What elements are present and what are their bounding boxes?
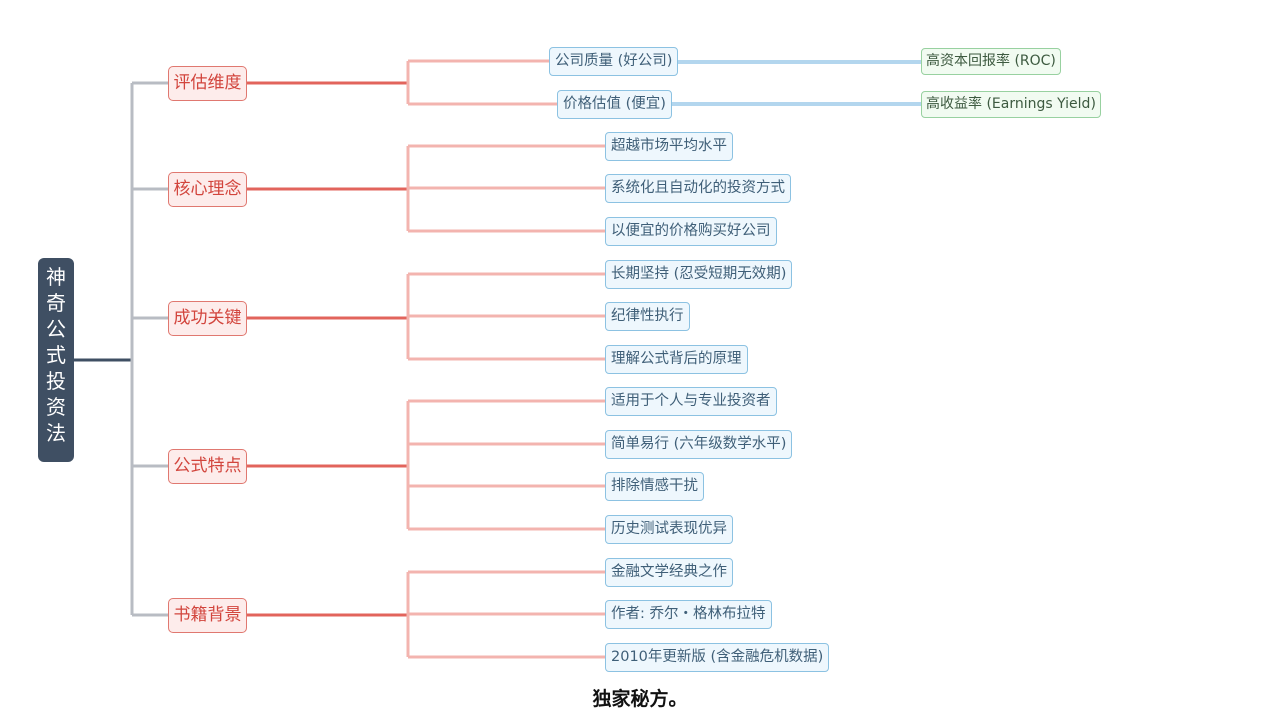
connector-branch-2-fan xyxy=(406,144,605,233)
root-char: 神 xyxy=(46,265,66,289)
branch-core-philosophy[interactable]: 核心理念 xyxy=(168,172,247,207)
connector-branch-1-fan xyxy=(406,59,557,106)
root-char: 投 xyxy=(46,369,66,393)
branch-formula-features[interactable]: 公式特点 xyxy=(168,449,247,484)
root-char: 公 xyxy=(46,317,66,341)
leaf-finance-classic[interactable]: 金融文学经典之作 xyxy=(605,558,733,587)
branch-success-keys[interactable]: 成功关键 xyxy=(168,301,247,336)
leaf-for-all-investors[interactable]: 适用于个人与专业投资者 xyxy=(605,387,777,416)
leaf-systematic-investing[interactable]: 系统化且自动化的投资方式 xyxy=(605,174,791,203)
branch-evaluation-dimensions[interactable]: 评估维度 xyxy=(168,66,247,101)
root-char: 奇 xyxy=(46,291,66,315)
leaf-disciplined-execution[interactable]: 纪律性执行 xyxy=(605,302,690,331)
leaf-company-quality[interactable]: 公司质量 (好公司) xyxy=(549,47,679,76)
root-char: 资 xyxy=(46,395,66,419)
connector-branch-5-fan xyxy=(406,570,605,659)
root-char: 法 xyxy=(46,421,66,445)
leaf-buy-good-cheap[interactable]: 以便宜的价格购买好公司 xyxy=(605,217,777,246)
leaf-understand-principle[interactable]: 理解公式背后的原理 xyxy=(605,345,748,374)
leaf-price-valuation[interactable]: 价格估值 (便宜) xyxy=(557,90,672,119)
branch-book-background[interactable]: 书籍背景 xyxy=(168,598,247,633)
leaf-simple-to-use[interactable]: 简单易行 (六年级数学水平) xyxy=(605,430,793,459)
metric-roc[interactable]: 高资本回报率 (ROC) xyxy=(921,48,1061,75)
leaf-remove-emotion[interactable]: 排除情感干扰 xyxy=(605,472,704,501)
leaf-backtest-performance[interactable]: 历史测试表现优异 xyxy=(605,515,733,544)
leaf-beat-market[interactable]: 超越市场平均水平 xyxy=(605,132,733,161)
connector-branch-4-fan xyxy=(406,399,605,531)
root-char: 式 xyxy=(46,343,66,367)
leaf-long-term-persistence[interactable]: 长期坚持 (忍受短期无效期) xyxy=(605,260,793,289)
leaf-author[interactable]: 作者: 乔尔・格林布拉特 xyxy=(605,600,772,629)
video-subtitle: 独家秘方。 xyxy=(592,688,688,710)
metric-earnings-yield[interactable]: 高收益率 (Earnings Yield) xyxy=(921,91,1101,118)
root-node[interactable]: 神 奇 公 式 投 资 法 xyxy=(38,258,74,462)
connector-branch-3-fan xyxy=(406,272,605,361)
leaf-2010-edition[interactable]: 2010年更新版 (含金融危机数据) xyxy=(605,643,830,672)
